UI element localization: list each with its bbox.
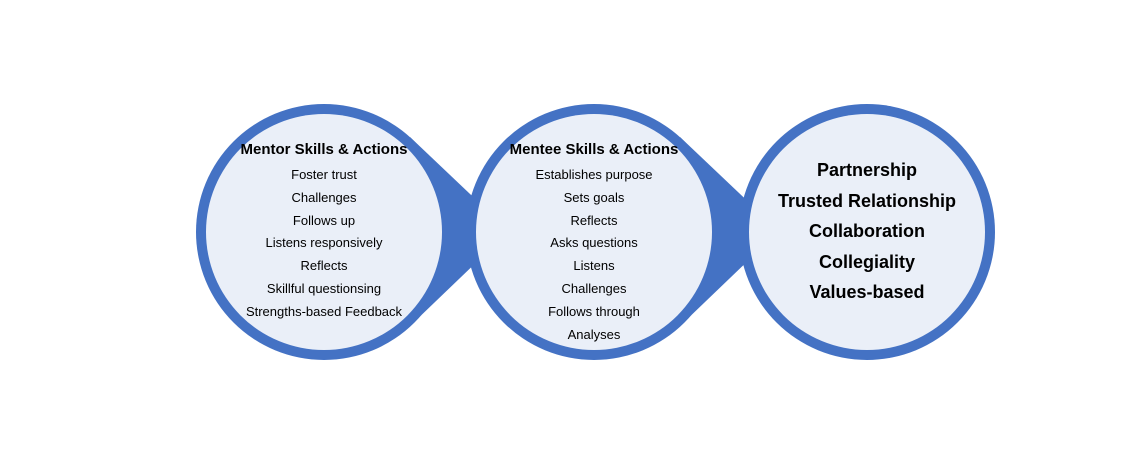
outcomes-circle-fill <box>749 114 985 350</box>
mentee-item: Asks questions <box>550 235 638 251</box>
outcome-item: Trusted Relationship <box>777 190 957 211</box>
mentee-heading: Mentee Skills & Actions <box>509 141 679 158</box>
mentor-item: Challenges <box>291 189 357 205</box>
outcomes-shape <box>739 104 995 360</box>
mentor-item: Strengths-based Feedback <box>245 303 403 319</box>
mentee-circle-fill <box>476 114 712 350</box>
outcome-item: Partnership <box>816 160 918 180</box>
mentor-shape <box>196 104 509 360</box>
mentee-item: Analyses <box>567 326 621 342</box>
mentee-item: Establishes purpose <box>535 167 653 182</box>
mentor-arrow-tip <box>410 137 509 326</box>
outcome-item: Collaboration <box>809 221 925 241</box>
mentee-item: Listens <box>573 258 615 274</box>
mentor-item: Skillful questionsing <box>266 280 382 296</box>
outcome-item: Values-based <box>809 282 925 302</box>
mentor-item: Listens responsively <box>265 235 383 251</box>
mentor-circle-fill <box>206 114 442 350</box>
mentor-item: Follows up <box>292 212 356 228</box>
mentor-block: Mentor Skills & Actions Foster trust Cha… <box>204 141 444 324</box>
mentor-heading: Mentor Skills & Actions <box>240 141 408 158</box>
mentee-arrow-tip <box>680 137 779 326</box>
mentee-item: Follows through <box>548 303 640 319</box>
mentor-item: Reflects <box>300 258 348 274</box>
mentor-item: Foster trust <box>291 167 357 182</box>
outcomes-block: Partnership Trusted Relationship Collabo… <box>747 155 987 308</box>
mentee-block: Mentee Skills & Actions Establishes purp… <box>474 141 714 346</box>
mentee-item: Sets goals <box>563 189 625 205</box>
mentee-item: Challenges <box>561 280 627 296</box>
mentee-shape <box>466 104 779 360</box>
mentee-item: Reflects <box>570 212 618 228</box>
outcome-item: Collegiality <box>818 251 916 272</box>
